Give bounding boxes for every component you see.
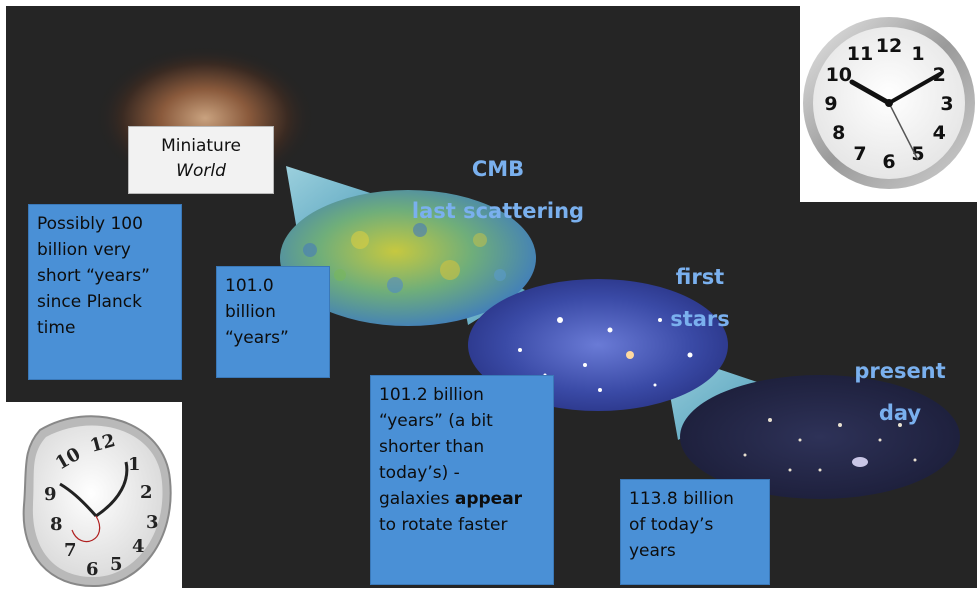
clock-numeral: 9	[824, 93, 837, 115]
clock-numeral: 7	[853, 143, 866, 165]
clock-numeral: 4	[933, 122, 946, 144]
clock-numeral: 12	[876, 35, 902, 57]
svg-text:3: 3	[146, 512, 159, 533]
clock-minute-hand	[887, 72, 942, 105]
cmb-years-box: 101.0 billion “years”	[216, 266, 330, 378]
svg-text:5: 5	[110, 554, 123, 575]
first-stars-years-text: 101.2 billion “years” (a bit shorter tha…	[379, 385, 493, 509]
present-day-line1: present	[854, 359, 946, 383]
first-stars-line1: first	[675, 265, 725, 289]
present-day-disk	[680, 375, 960, 499]
svg-text:7: 7	[64, 540, 77, 561]
cmb-label: CMB last scattering	[398, 138, 598, 243]
svg-text:4: 4	[132, 536, 145, 557]
bottom-strip	[182, 588, 977, 595]
cmb-label-line1: CMB	[471, 157, 525, 181]
svg-text:8: 8	[50, 514, 63, 535]
miniature-line2: World	[176, 161, 226, 181]
appear-emphasis: appear	[454, 489, 523, 509]
clock-hour-hand	[849, 79, 892, 106]
planck-time-box: Possibly 100 billion very short “years” …	[28, 204, 182, 380]
svg-text:9: 9	[44, 484, 57, 505]
clock-numeral: 10	[826, 64, 852, 86]
cmb-map	[280, 190, 536, 326]
first-stars-line2: stars	[670, 307, 730, 331]
cmb-speckle	[303, 223, 506, 293]
first-stars-label: first stars	[650, 246, 750, 351]
clock-numeral: 6	[882, 151, 895, 173]
clock-numeral: 8	[832, 122, 845, 144]
clock-numerals: 121234567891011	[824, 35, 953, 173]
clock-numeral: 11	[847, 43, 873, 65]
melting-clock: 12 10 1 2 9 3 8 4 7 5 6	[0, 402, 182, 595]
present-day-label: present day	[840, 340, 960, 445]
clock-numeral: 1	[911, 43, 924, 65]
cmb-label-line2: last scattering	[411, 199, 585, 223]
svg-text:6: 6	[86, 559, 99, 580]
miniature-world-label: Miniature World	[128, 126, 274, 194]
clock-numeral: 5	[911, 143, 924, 165]
clock-second-hand	[888, 102, 919, 161]
svg-text:1: 1	[128, 454, 141, 475]
present-day-galaxies	[743, 418, 917, 472]
svg-text:2: 2	[140, 482, 153, 503]
first-stars-years-tail: to rotate faster	[379, 515, 508, 535]
present-day-line2: day	[878, 401, 922, 425]
wall-clock: 121234567891011	[800, 6, 977, 202]
clock-numeral: 3	[940, 93, 953, 115]
first-stars-years-box: 101.2 billion “years” (a bit shorter tha…	[370, 375, 554, 585]
first-stars-points	[518, 317, 693, 392]
miniature-line1: Miniature	[161, 136, 241, 156]
present-years-box: 113.8 billion of today’s years	[620, 479, 770, 585]
